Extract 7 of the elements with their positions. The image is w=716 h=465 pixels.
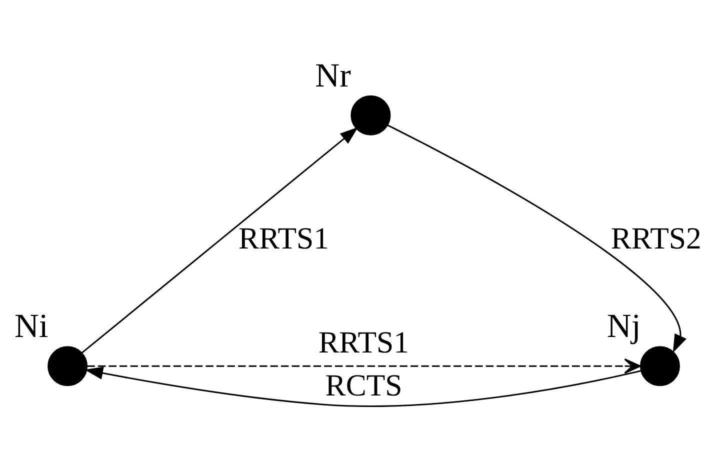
edge-label: RCTS — [325, 368, 402, 402]
node-label: Nr — [315, 56, 351, 94]
node-label: Ni — [14, 308, 48, 345]
edge-label: RRTS1 — [238, 220, 329, 255]
edge-label: RRTS1 — [318, 324, 410, 359]
node-label: Nj — [606, 308, 641, 345]
edge-label: RRTS2 — [610, 220, 702, 255]
